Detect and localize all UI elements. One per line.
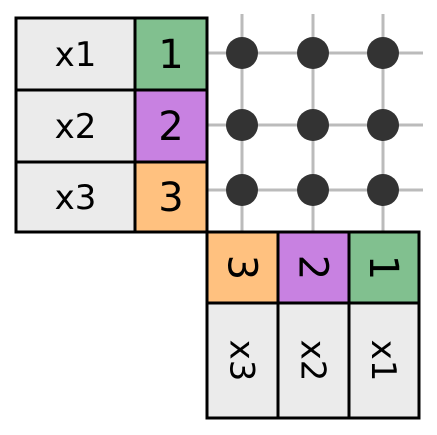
bottom-key-cell-3 [347,301,421,420]
left-key-label-1: x1 [55,35,97,75]
left-table: x1 1 x2 2 x3 3 [14,16,209,234]
match-dot-r2-c3 [367,109,399,141]
left-key-cell-3 [14,160,137,234]
left-value-cell-1 [133,16,209,92]
match-dot-r3-c1 [226,174,258,206]
match-dot-r3-c2 [297,174,329,206]
match-dot-r1-c2 [297,37,329,69]
bottom-key-cell-2 [276,301,351,420]
bottom-value-label-2: 2 [290,255,336,280]
match-dot-r2-c2 [297,109,329,141]
left-key-label-2: x2 [55,107,97,147]
match-dot-r3-c3 [367,174,399,206]
left-value-cell-3 [133,160,209,234]
left-value-label-2: 2 [158,104,183,150]
match-dot-r1-c3 [367,37,399,69]
bottom-key-cell-1 [205,301,280,420]
bottom-key-label-2: x2 [293,340,333,382]
bottom-table: 3 x3 2 x2 1 x1 [205,230,421,420]
grid-dots [226,37,399,206]
bottom-key-label-1: x3 [222,340,262,382]
left-value-label-1: 1 [158,32,183,78]
match-dot-r2-c1 [226,109,258,141]
left-value-label-3: 3 [158,175,183,221]
match-dot-r1-c1 [226,37,258,69]
bottom-key-label-3: x1 [363,340,403,382]
bottom-value-label-3: 1 [360,255,406,280]
left-key-label-3: x3 [55,178,97,218]
bottom-value-label-1: 3 [219,255,265,280]
